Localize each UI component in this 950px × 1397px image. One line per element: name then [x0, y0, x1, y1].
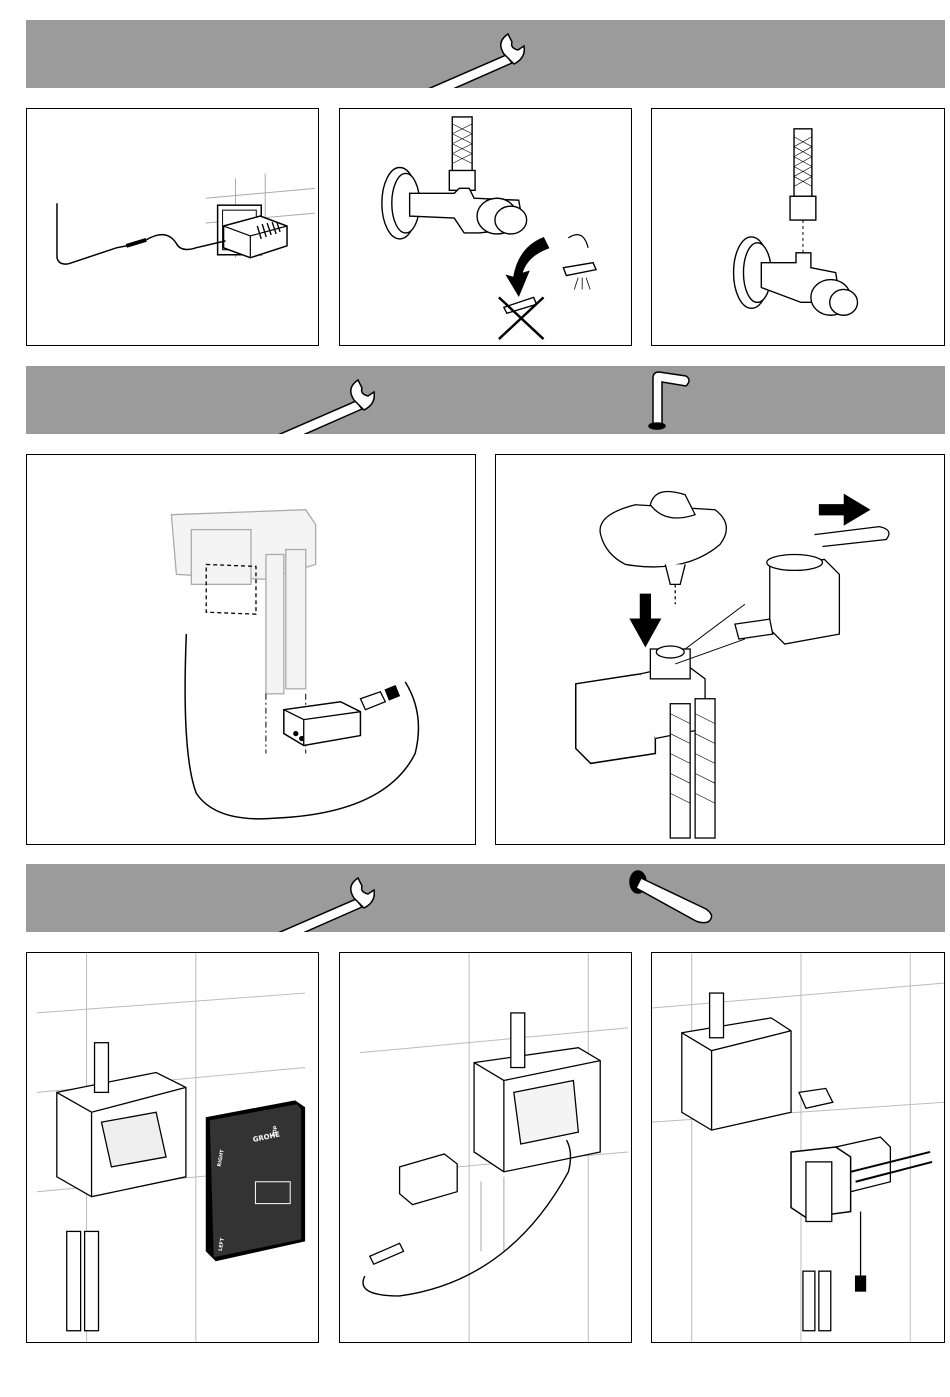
panel-connect-control-unit	[26, 454, 476, 845]
panel-connect-hose	[651, 108, 945, 346]
panel-mount-faucet	[495, 454, 945, 845]
stick-tool-icon	[630, 871, 712, 923]
section-band-1	[26, 20, 945, 88]
section-band-3	[26, 864, 945, 932]
panel-install-valve-block	[651, 952, 945, 1343]
panel-connect-cable-in-box	[339, 952, 632, 1343]
cover-plate: GROHE TOP RIGHT LEFT	[206, 1100, 305, 1261]
faucet-icon	[649, 372, 689, 429]
panel-fit-cover-plate: GROHE TOP RIGHT LEFT	[26, 952, 319, 1343]
section-band-2	[26, 366, 945, 434]
wrench-icon	[271, 878, 374, 932]
panel-power-supply	[26, 108, 319, 346]
wrench-icon	[26, 20, 945, 88]
panel-close-angle-valve	[339, 108, 632, 346]
wrench-icon	[271, 380, 374, 434]
